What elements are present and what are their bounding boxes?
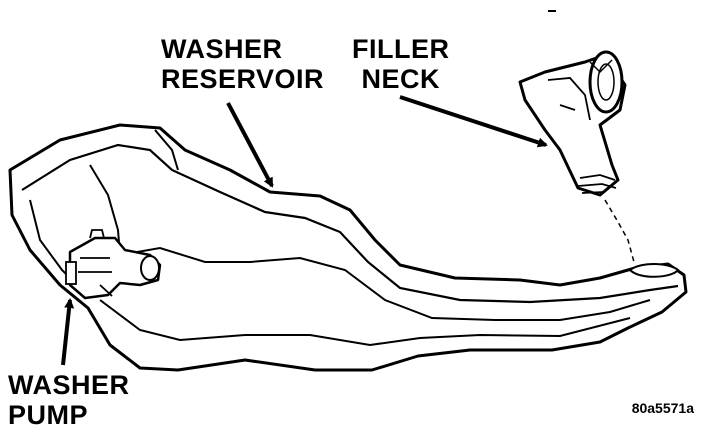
washer-reservoir-label-line2: RESERVOIR (161, 64, 325, 94)
filler-alignment-line (604, 199, 635, 263)
washer-reservoir-label-line1: WASHER (161, 34, 283, 64)
filler-neck-arrow (399, 95, 548, 148)
reservoir-body-outline (8, 123, 688, 372)
washer-pump-part (65, 229, 162, 300)
washer-pump-label: WASHER PUMP (8, 370, 130, 430)
washer-pump-label-line2: PUMP (8, 400, 89, 430)
reservoir-inlet (628, 263, 680, 278)
reservoir-top-edge (21, 143, 679, 304)
washer-reservoir-label: WASHER RESERVOIR (161, 34, 324, 94)
washer-reservoir-arrow (226, 102, 274, 188)
filler-neck-label-line2: NECK (361, 64, 440, 94)
reservoir-ridge-edge (119, 246, 651, 321)
filler-neck-part (518, 50, 627, 197)
filler-neck-label: FILLER NECK (352, 34, 450, 94)
reservoir-lower-edge (99, 299, 631, 347)
figure-id: 80a5571a (631, 400, 694, 416)
washer-pump-label-line1: WASHER (8, 370, 130, 400)
washer-pump-arrow (61, 298, 75, 366)
reservoir-corner-edge (154, 129, 179, 171)
filler-neck-label-line1: FILLER (352, 34, 450, 64)
